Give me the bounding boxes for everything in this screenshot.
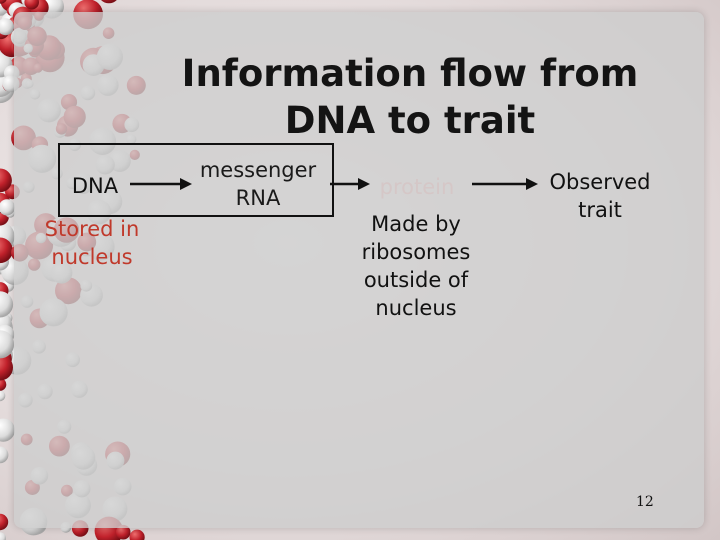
arrow-protein-to-trait xyxy=(472,178,538,190)
bead xyxy=(0,199,15,216)
bead xyxy=(100,0,117,4)
bead xyxy=(0,418,15,442)
dna-label: DNA xyxy=(71,174,119,198)
protein-note: Made by ribosomes outside of nucleus xyxy=(361,212,471,320)
arrow-mrna-to-protein xyxy=(330,178,370,190)
bead xyxy=(129,529,145,540)
bead xyxy=(0,168,12,193)
protein-label: protein xyxy=(379,175,455,199)
dna-box xyxy=(58,143,334,217)
bead xyxy=(115,524,131,540)
content-panel xyxy=(14,12,704,528)
bead xyxy=(0,378,7,391)
bead xyxy=(0,330,15,359)
trait-label: Observed trait xyxy=(549,170,651,222)
bead xyxy=(24,0,39,10)
bead xyxy=(0,291,14,318)
bead xyxy=(0,446,9,464)
bead xyxy=(0,18,15,36)
bead xyxy=(0,513,9,531)
bead xyxy=(0,390,6,402)
page-number: 12 xyxy=(636,494,654,510)
bead xyxy=(0,532,6,540)
bead xyxy=(0,0,7,4)
dna-note: Stored in nucleus xyxy=(44,217,140,269)
slide-title: Information flow from DNA to trait xyxy=(181,52,639,142)
bead xyxy=(0,354,13,381)
mrna-label: messenger RNA xyxy=(199,158,317,210)
bead xyxy=(0,237,13,264)
arrow-dna-to-mrna xyxy=(130,178,192,190)
